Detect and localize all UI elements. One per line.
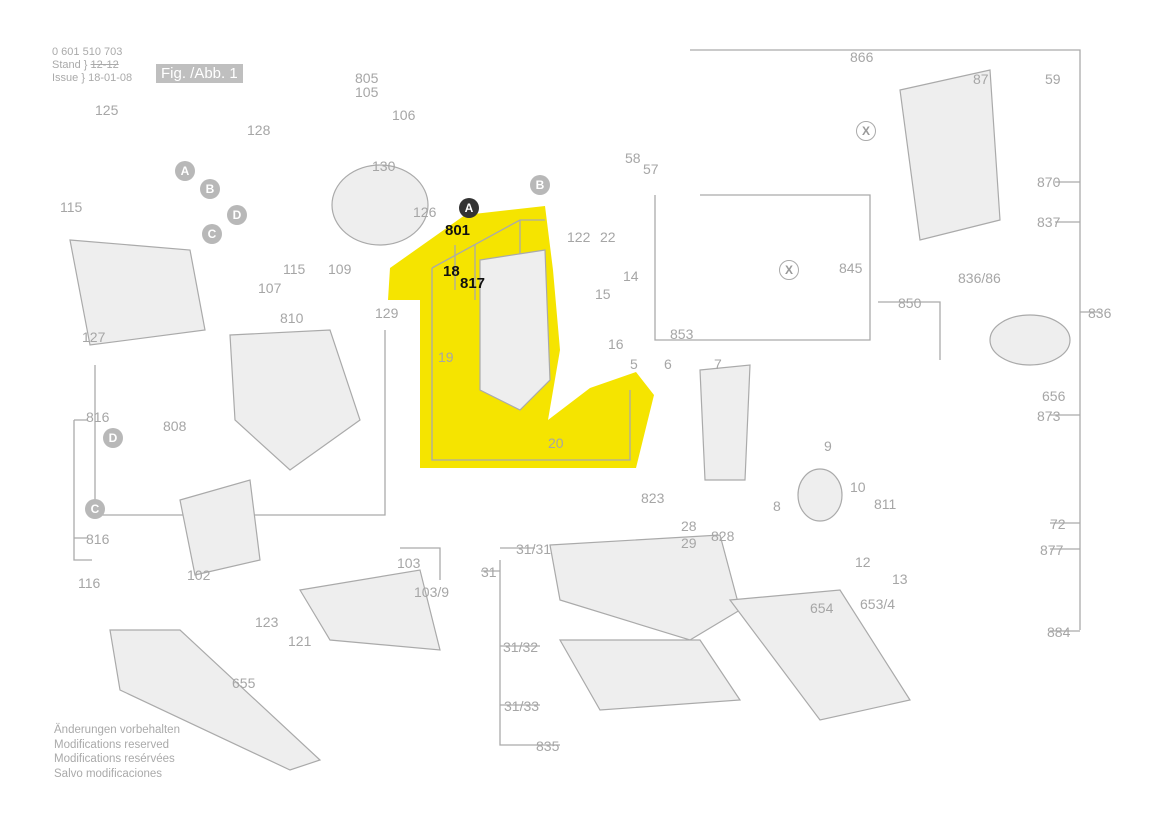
callout-d: D: [227, 205, 247, 225]
part-label: 810: [280, 310, 304, 326]
stand-value: 12-12: [90, 59, 119, 71]
document-header: 0 601 510 703 Stand } 12-12 Issue } 18-0…: [52, 46, 133, 84]
part-label: 850: [898, 295, 922, 311]
part-label: 123: [255, 614, 279, 630]
part-label: 31/33: [504, 698, 540, 714]
callout-c: C: [202, 224, 222, 244]
part-label: 103: [397, 555, 421, 571]
part-label: 16: [608, 336, 624, 352]
part-label: 109: [328, 261, 352, 277]
part-label: 116: [78, 575, 101, 591]
notice-en: Modifications reserved: [54, 738, 170, 751]
callout-b: B: [200, 179, 220, 199]
part-label: 130: [372, 158, 396, 174]
part-label: 14: [623, 268, 639, 284]
part-label: 13: [892, 571, 908, 587]
callout-c: C: [85, 499, 105, 519]
part-label: 57: [643, 161, 659, 177]
part-label: 9: [824, 438, 832, 454]
part-label: 10: [850, 479, 866, 495]
part-label: 107: [258, 280, 282, 296]
part-label: 653/4: [860, 596, 896, 612]
part-label: 106: [392, 107, 416, 123]
part-label: 654: [810, 600, 834, 616]
part-label: 87: [973, 71, 989, 87]
part-label: 19: [438, 349, 454, 365]
part-label: 6: [664, 356, 672, 372]
part-label: 122: [567, 229, 591, 245]
part-label: 128: [247, 122, 271, 138]
callout-x: X: [856, 121, 876, 141]
callout-b: B: [530, 175, 550, 195]
callout-a: A: [459, 198, 479, 218]
part-label: 805: [355, 70, 379, 86]
part-label: 853: [670, 326, 694, 342]
part-label: 808: [163, 418, 187, 434]
part-label: 127: [82, 329, 106, 345]
part-label: 28: [681, 518, 697, 534]
callout-d: D: [103, 428, 123, 448]
part-label: 837: [1037, 214, 1061, 230]
part-label: 129: [375, 305, 399, 321]
part-label: 866: [850, 49, 874, 65]
part-label: 102: [187, 567, 211, 583]
part-label-801: 801: [445, 222, 471, 239]
part-label: 105: [355, 84, 379, 100]
part-label: 877: [1040, 542, 1064, 558]
part-number: 0 601 510 703: [52, 46, 123, 58]
part-label: 31/31: [516, 541, 552, 557]
part-label: 811: [874, 496, 897, 512]
part-label: 115: [283, 261, 306, 277]
part-label: 5: [630, 356, 638, 372]
part-label: 115: [60, 199, 83, 215]
part-label: 836/86: [958, 270, 1001, 286]
callout-a: A: [175, 161, 195, 181]
part-label: 126: [413, 204, 437, 220]
part-label: 835: [536, 738, 560, 754]
part-label: 836: [1088, 305, 1112, 321]
part-label: 22: [600, 229, 616, 245]
stand-label: Stand: [52, 59, 81, 71]
part-label: 656: [1042, 388, 1066, 404]
callout-x: X: [779, 260, 799, 280]
issue-label: Issue: [52, 72, 79, 84]
figure-label: Fig. /Abb. 1: [156, 64, 243, 83]
part-label-817: 817: [460, 275, 486, 292]
modifications-notice: Änderungen vorbehalten Modifications res…: [54, 723, 180, 781]
part-label: 125: [95, 102, 119, 118]
part-label: 828: [711, 528, 735, 544]
part-label: 823: [641, 490, 665, 506]
part-label: 870: [1037, 174, 1061, 190]
part-label: 31: [481, 564, 497, 580]
issue-value: 18-01-08: [88, 72, 133, 84]
part-label: 20: [548, 435, 564, 451]
part-label: 31/32: [503, 639, 539, 655]
part-label: 8: [773, 498, 781, 514]
part-label: 29: [681, 535, 697, 551]
part-label: 884: [1047, 624, 1071, 640]
notice-es: Salvo modificaciones: [54, 767, 163, 780]
part-label: 72: [1050, 516, 1066, 532]
part-label: 12: [855, 554, 871, 570]
part-label: 59: [1045, 71, 1061, 87]
part-label-18: 18: [443, 263, 460, 280]
part-label: 816: [86, 409, 110, 425]
part-label: 58: [625, 150, 641, 166]
part-label: 103/9: [414, 584, 450, 600]
notice-de: Änderungen vorbehalten: [54, 724, 180, 736]
part-label: 7: [714, 356, 722, 372]
part-label: 121: [288, 633, 312, 649]
notice-fr: Modifications resérvées: [54, 753, 175, 765]
part-label: 816: [86, 531, 110, 547]
part-label: 845: [839, 260, 863, 276]
part-label: 873: [1037, 408, 1061, 424]
part-label: 655: [232, 675, 256, 691]
part-label: 15: [595, 286, 611, 302]
